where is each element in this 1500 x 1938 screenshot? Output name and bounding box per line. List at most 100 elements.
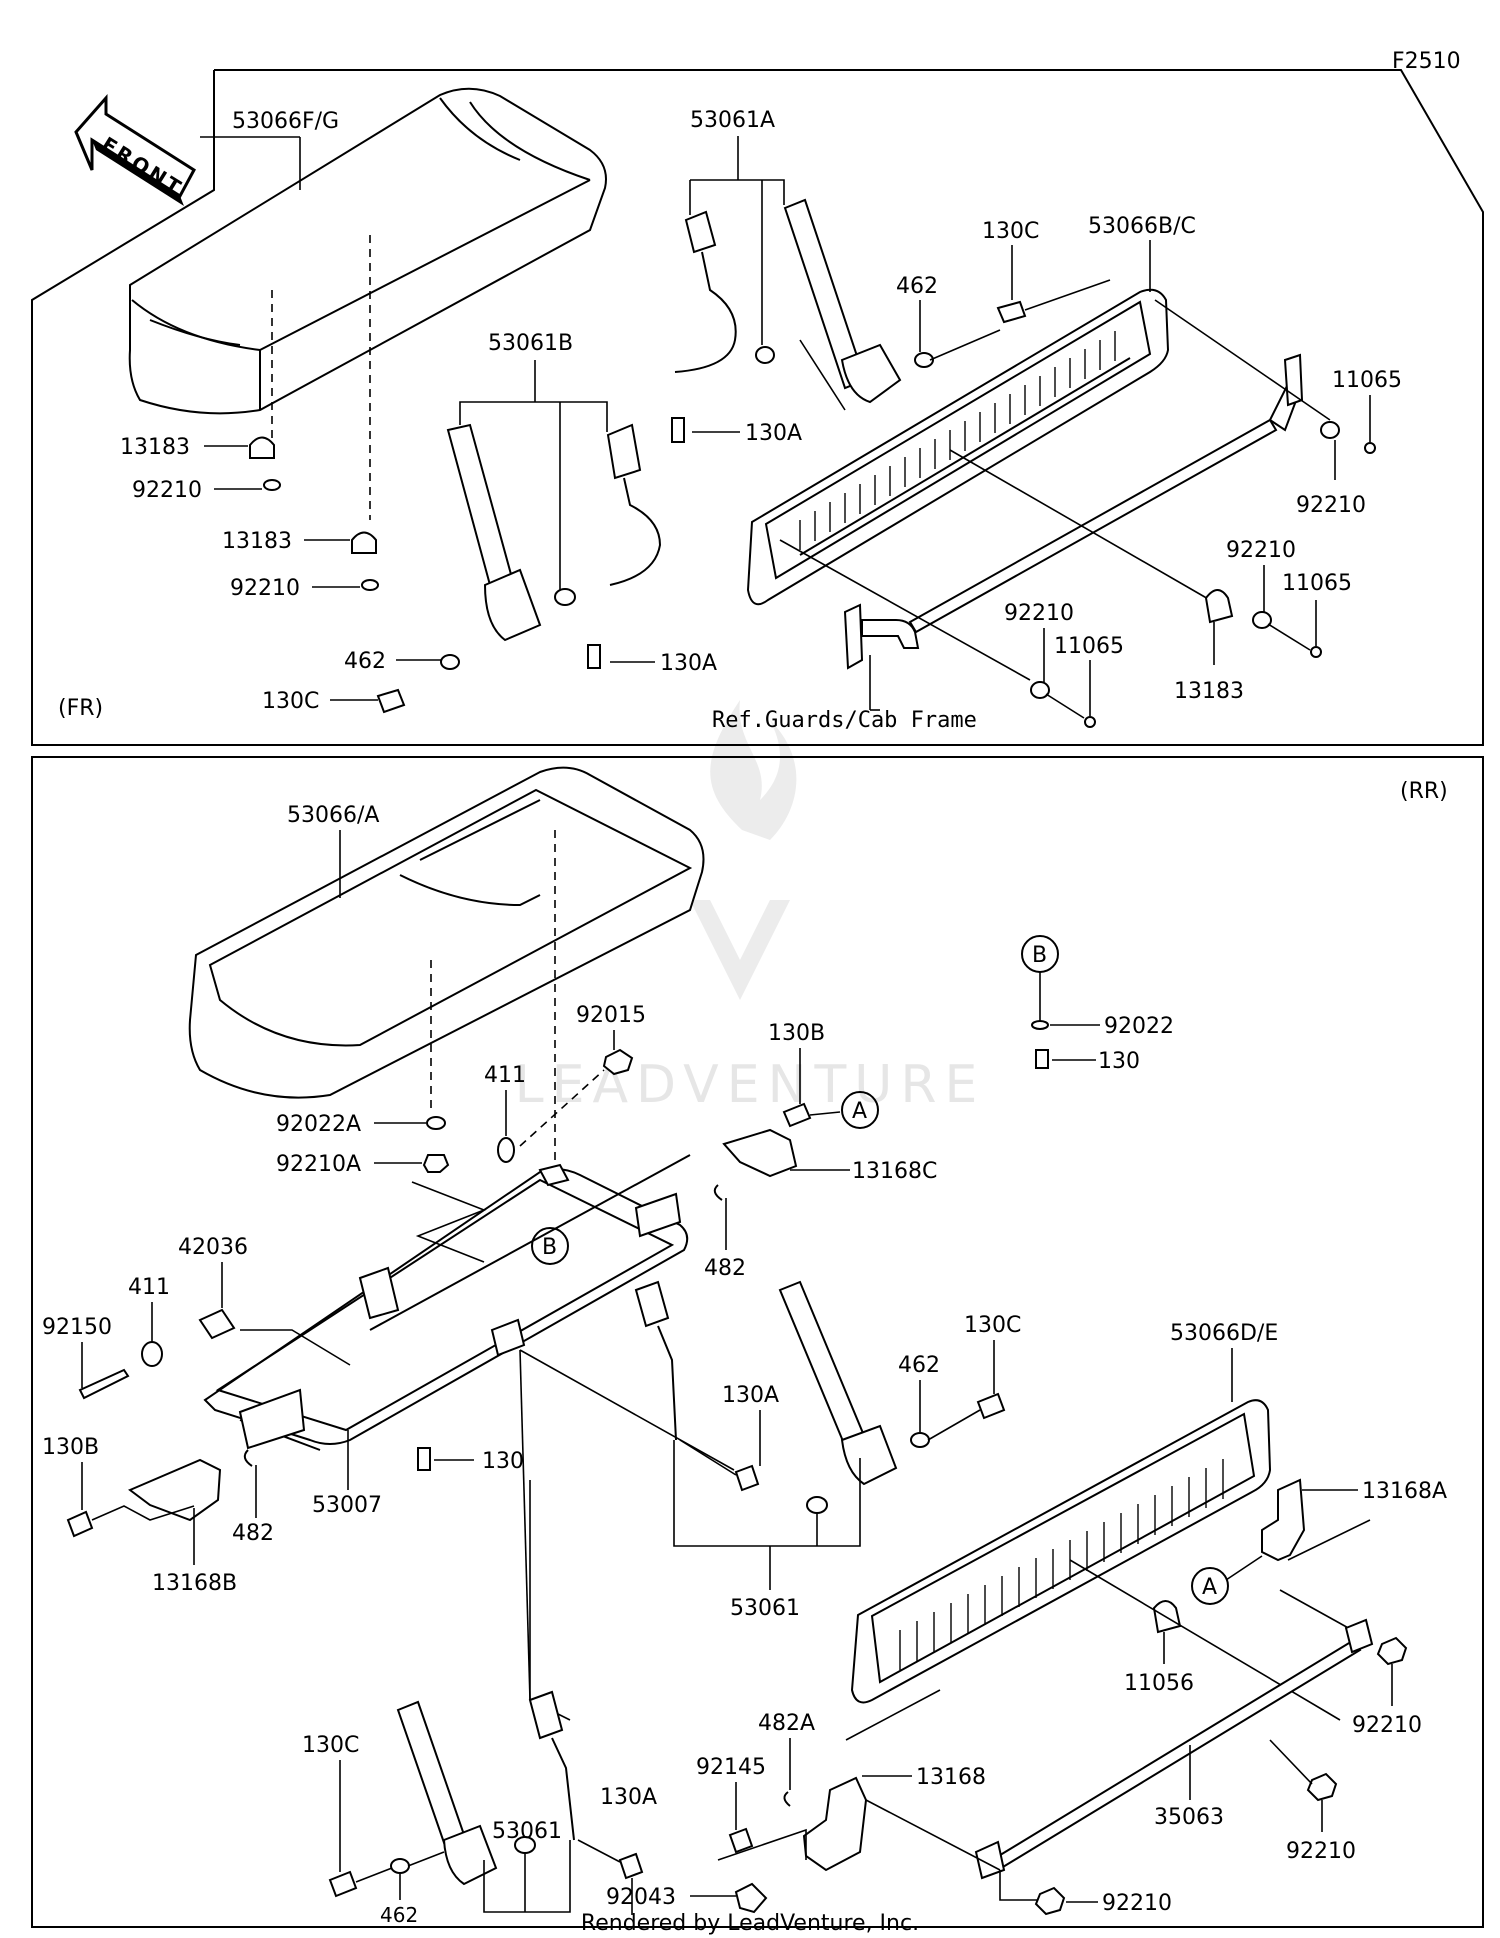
bolt-130b-left: [66, 1510, 94, 1538]
bolt-130c-low: [328, 1870, 358, 1898]
label-nut-92210-r1: 92210: [1352, 1713, 1422, 1738]
label-rear-backrest: 53066D/E: [1170, 1321, 1278, 1346]
bracket-13168: [802, 1776, 868, 1872]
callout-b-top-text: B: [1032, 943, 1047, 968]
bolt-130a-mid: [734, 1464, 760, 1492]
watermark-text: LEADVENTURE: [515, 1055, 986, 1115]
ref-guards-cab-frame: Ref.Guards/Cab Frame: [712, 708, 977, 733]
bolt-92145: [728, 1827, 754, 1854]
label-nut-92210-r3: 92210: [1102, 1891, 1172, 1916]
clamp-11056: [1152, 1600, 1182, 1634]
label-nut-92210-4: 92210: [1226, 538, 1296, 563]
label-clamp-13183-3: 13183: [1174, 679, 1244, 704]
label-bolt-130-right: 130: [1098, 1049, 1140, 1074]
label-front-seat: 53066F/G: [232, 109, 339, 134]
seatbelt-53061b: [446, 423, 662, 642]
nut-92210-front-right: [1320, 421, 1340, 439]
rear-lower-labels: 130C 462 130A: [302, 1733, 657, 1927]
washer-462-mid: [910, 1432, 930, 1448]
diagram-code: F2510: [1392, 49, 1461, 74]
front-arrow: FRONT: [74, 94, 196, 206]
label-seatbelt-53061-mid: 53061: [730, 1596, 800, 1621]
nut-92210-rear-1: [1376, 1636, 1408, 1666]
label-washer-462-low: 462: [344, 649, 386, 674]
bolt-130c-front-top: [996, 300, 1027, 324]
label-clip-482-left: 482: [232, 1521, 274, 1546]
label-collar-42036: 42036: [178, 1235, 248, 1260]
label-clamp-11056: 11056: [1124, 1671, 1194, 1696]
label-bracket-13168b: 13168B: [152, 1571, 237, 1596]
label-bracket-13168: 13168: [916, 1765, 986, 1790]
seat-frame-53007: [203, 1154, 691, 1451]
bolt-92043: [734, 1882, 768, 1914]
label-cap-11065-1: 11065: [1332, 368, 1402, 393]
rear-seat-cushion: [188, 766, 705, 1099]
nut-92210-front-low: [1030, 681, 1050, 699]
footer-credit: Rendered by LeadVenture, Inc.: [581, 1911, 919, 1936]
callout-a-mid-text: A: [1202, 1575, 1217, 1600]
front-seat-cushion: [128, 87, 607, 415]
bolt-130-right: [1035, 1049, 1049, 1069]
seatbelt-53061-mid: [634, 1280, 898, 1514]
front-section-frame: [31, 69, 1484, 746]
nut-92210-3: [361, 579, 379, 591]
clip-482-left: [243, 1449, 253, 1467]
nut-92210-rear-2: [1306, 1772, 1338, 1802]
bolt-130b-top: [782, 1102, 812, 1128]
label-bolt-92043: 92043: [606, 1885, 676, 1910]
front-section-tag: (FR): [58, 696, 103, 721]
label-cap-11065-3: 11065: [1054, 634, 1124, 659]
label-washer-462-low: 462: [380, 1903, 418, 1927]
label-nut-92210-5: 92210: [1004, 601, 1074, 626]
label-bolt-130c-low: 130C: [262, 689, 319, 714]
label-bar-35063: 35063: [1154, 1805, 1224, 1830]
bolt-130-mid: [417, 1447, 431, 1471]
washer-462-front-low: [440, 654, 460, 670]
watermark: LEADVENTURE: [515, 700, 986, 1115]
rear-section-tag: (RR): [1400, 779, 1448, 804]
rear-backrest-53066de: [850, 1399, 1272, 1704]
label-nut-92015: 92015: [576, 1003, 646, 1028]
bolt-92150: [78, 1368, 130, 1400]
cap-11065-front-2: [1310, 646, 1322, 658]
front-backrest-53066bc: [746, 288, 1170, 606]
label-washer-411-left: 411: [128, 1275, 170, 1300]
washer-462-front-top: [914, 352, 934, 368]
cap-11065-front-3: [1084, 716, 1096, 728]
clip-482-top: [713, 1184, 723, 1201]
label-seatbelt-53061-low-visible: 53061: [492, 1819, 562, 1844]
label-nut-92210-2: 92210: [132, 478, 202, 503]
label-bolt-130a-low-visible: 130A: [600, 1785, 657, 1810]
rear-section: (RR) 53066/A 92022A 92210A 411 92015 B: [31, 756, 1484, 1928]
label-nut-92210-1: 92210: [1296, 493, 1366, 518]
washer-92022a: [426, 1116, 446, 1130]
bracket-13168b: [128, 1458, 222, 1522]
label-bolt-130a-mid: 130A: [722, 1383, 779, 1408]
nut-92210a: [422, 1154, 450, 1173]
nut-92210-rear-3: [1034, 1886, 1066, 1916]
clamp-13183-3: [1204, 589, 1234, 624]
bracket-13168c: [722, 1128, 798, 1178]
label-nut-92210-3: 92210: [230, 576, 300, 601]
label-bolt-130c-top: 130C: [982, 219, 1039, 244]
label-bolt-92150: 92150: [42, 1315, 112, 1340]
bolt-130a-front-low: [587, 644, 601, 669]
callout-a-top: [841, 1091, 879, 1129]
washer-92022: [1031, 1020, 1049, 1030]
collar-42036: [198, 1308, 236, 1340]
clip-482a: [783, 1791, 791, 1807]
label-bolt-130b-left: 130B: [42, 1435, 99, 1460]
label-nut-92210-r2: 92210: [1286, 1839, 1356, 1864]
washer-462-low: [390, 1858, 410, 1874]
callout-b-frame: [531, 1227, 569, 1265]
nut-92210-1: [263, 479, 281, 491]
bolt-130c-mid: [976, 1392, 1006, 1420]
label-bolt-130a-low: 130A: [660, 651, 717, 676]
bolt-130a-low: [618, 1852, 644, 1880]
callout-b-frame-text: B: [542, 1235, 557, 1260]
label-clip-482-top: 482: [704, 1256, 746, 1281]
label-clamp-13183-1: 13183: [120, 435, 190, 460]
label-front-backrest: 53066B/C: [1088, 214, 1196, 239]
label-washer-411-top: 411: [484, 1063, 526, 1088]
